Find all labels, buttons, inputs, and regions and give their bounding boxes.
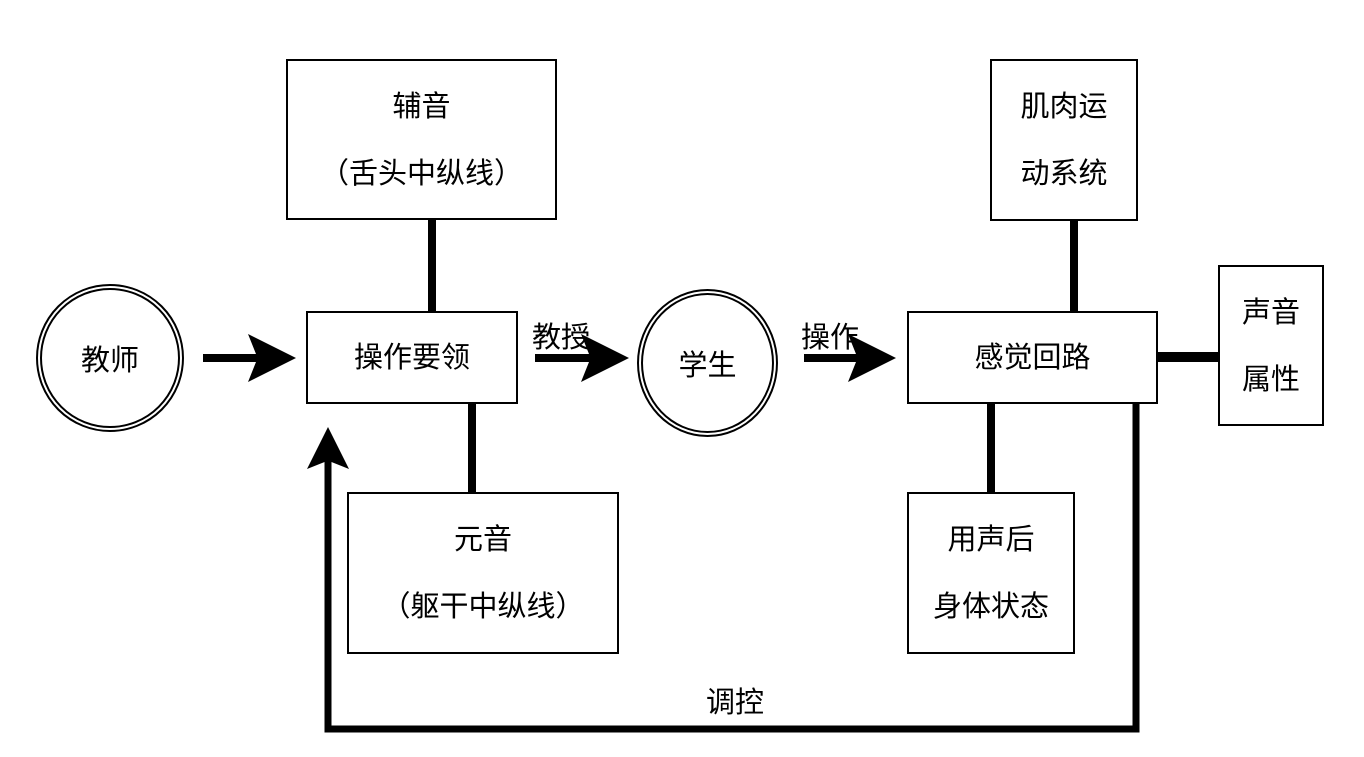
box-sound-property-line2: 属性 bbox=[1241, 361, 1300, 396]
arrow-regulate-feedback bbox=[307, 402, 1140, 733]
box-muscle-system-line2: 动系统 bbox=[1020, 156, 1108, 190]
box-consonant-line2: （舌头中纵线） bbox=[319, 155, 523, 190]
box-sensory-loop: 感觉回路 bbox=[907, 311, 1158, 404]
box-vowel-line2: （躯干中纵线） bbox=[381, 589, 585, 623]
box-operation-essentials-label: 操作要领 bbox=[353, 340, 470, 374]
node-student-label: 学生 bbox=[678, 348, 737, 382]
edge-label-teach: 教授 bbox=[532, 320, 591, 354]
box-body-state-line1: 用声后 bbox=[947, 522, 1035, 556]
box-vowel: 元音 （躯干中纵线） bbox=[347, 492, 619, 654]
edge-label-operate: 操作 bbox=[801, 320, 860, 354]
edge-label-regulate: 调控 bbox=[706, 685, 765, 719]
box-sound-property: 声音 属性 bbox=[1218, 265, 1324, 426]
box-body-state: 用声后 身体状态 bbox=[907, 492, 1075, 654]
box-consonant-line1: 辅音 bbox=[392, 88, 451, 123]
box-muscle-system: 肌肉运 动系统 bbox=[990, 59, 1138, 221]
box-vowel-line1: 元音 bbox=[453, 522, 512, 556]
box-body-state-line2: 身体状态 bbox=[932, 589, 1049, 623]
box-consonant: 辅音 （舌头中纵线） bbox=[286, 59, 557, 220]
node-teacher: 教师 bbox=[36, 284, 184, 432]
box-sound-property-line1: 声音 bbox=[1241, 294, 1300, 329]
node-teacher-label: 教师 bbox=[80, 343, 139, 377]
box-operation-essentials: 操作要领 bbox=[306, 311, 518, 404]
node-student: 学生 bbox=[637, 289, 778, 437]
box-sensory-loop-label: 感觉回路 bbox=[974, 340, 1091, 374]
box-muscle-system-line1: 肌肉运 bbox=[1020, 89, 1108, 123]
